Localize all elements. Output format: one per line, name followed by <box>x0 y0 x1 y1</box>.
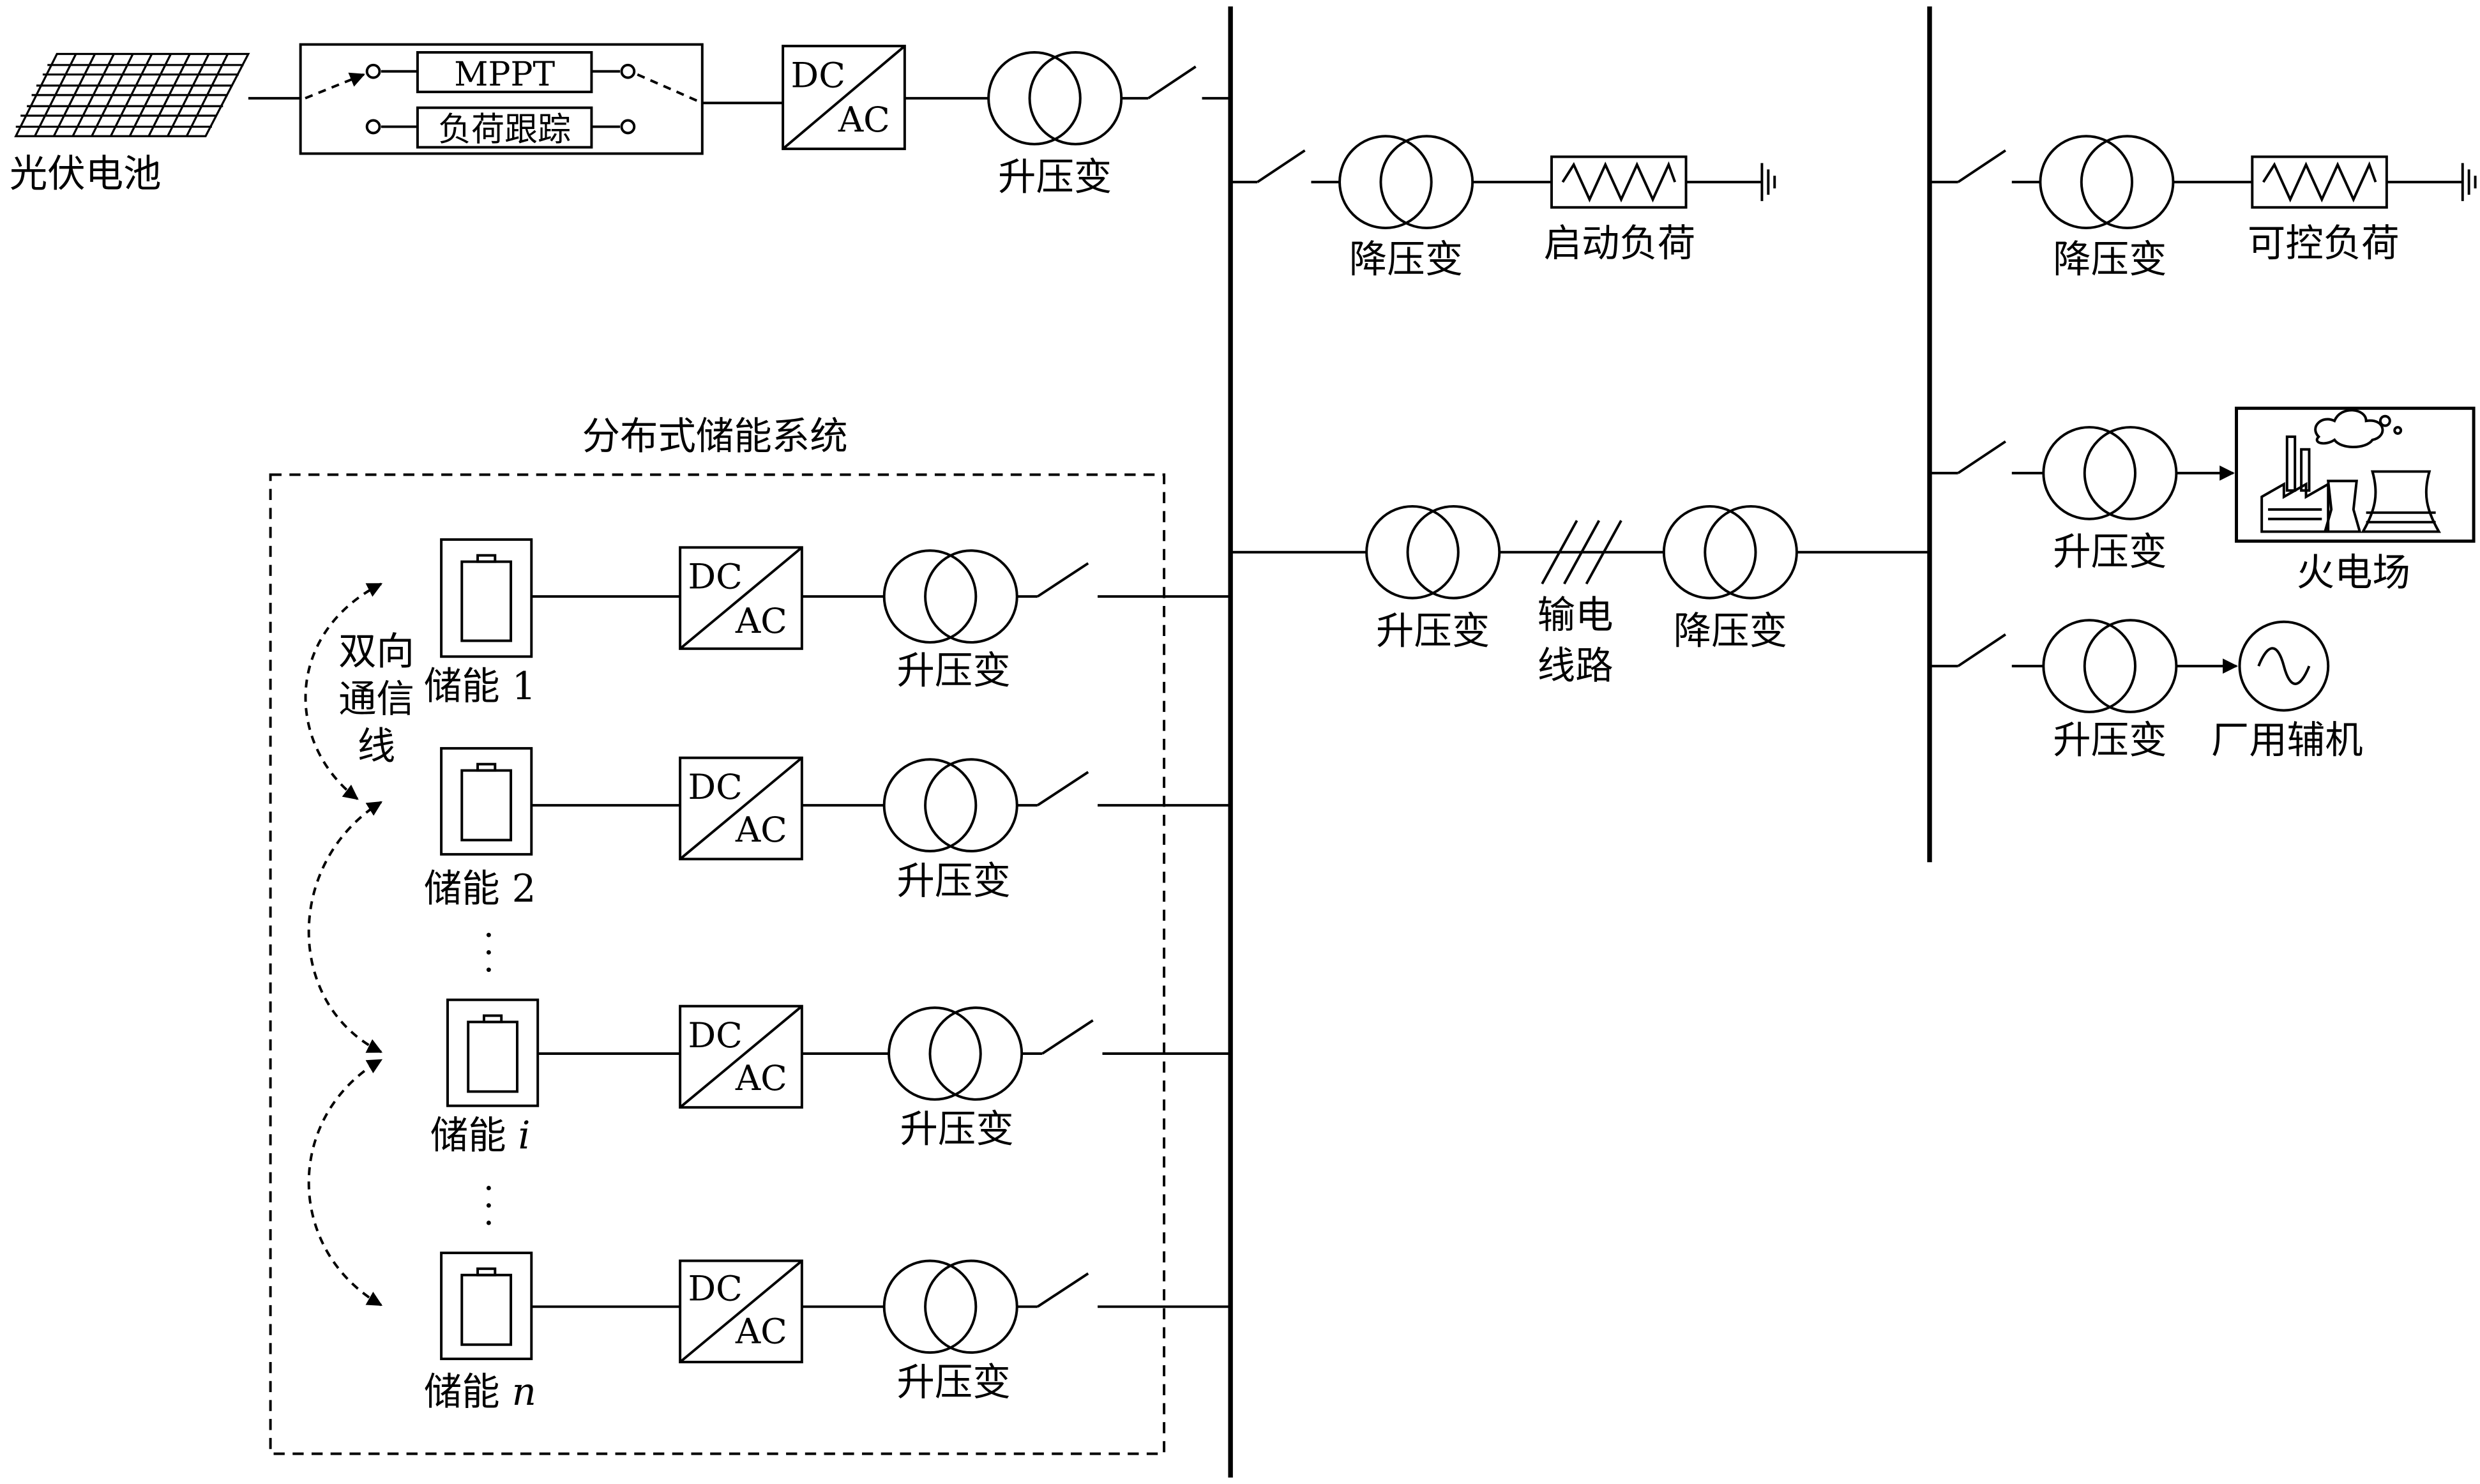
storage-unit-i-dcac-converter <box>679 1004 803 1109</box>
storage-unit-2-label: 储能 2 <box>424 867 536 911</box>
pv-label: 光伏电池 <box>10 153 162 197</box>
comm-label-line-2: 通信 <box>338 678 414 722</box>
storage-unit-2-breaker <box>1036 771 1089 806</box>
storage-unit-n-breaker <box>1036 1272 1089 1308</box>
storage-unit-i-dc-label: DC <box>688 1015 743 1056</box>
storage-unit-n-label: 储能 n <box>424 1370 536 1414</box>
comm-arrow-1 <box>304 582 383 800</box>
transmission-step-down-transformer-icon <box>1662 504 1757 600</box>
thermal-breaker <box>1957 440 2006 474</box>
comm-arrow-2 <box>307 801 383 1054</box>
thermal-transformer-icon <box>2042 426 2136 520</box>
controllable-transformer-icon <box>2039 135 2134 229</box>
auxiliary-label: 厂用辅机 <box>2211 718 2363 762</box>
transmission-step-up-label: 升压变 <box>1376 609 1490 653</box>
selector-switch-right <box>637 73 703 105</box>
storage-unit-1-dcac-converter <box>679 546 803 650</box>
storage-unit-i-transformer-icon <box>888 1006 982 1101</box>
thermal-transformer-label: 升压变 <box>2053 531 2166 575</box>
storage-unit-1-label: 储能 1 <box>424 665 536 709</box>
startup-load-icon <box>1550 155 1688 209</box>
storage-unit-2-icon <box>440 746 533 856</box>
storage-unit-i-breaker <box>1041 1019 1094 1055</box>
pv-dcac-ac-label: AC <box>838 99 890 140</box>
storage-unit-1-dc-label: DC <box>688 556 743 597</box>
storage-unit-n-ac-label: AC <box>735 1310 787 1351</box>
storage-unit-1-transformer-label: 升压变 <box>896 649 1010 693</box>
switch-contact <box>365 119 381 135</box>
pv-panel-icon <box>14 52 250 137</box>
storage-unit-2-transformer-label: 升压变 <box>896 859 1010 904</box>
storage-unit-2-dcac-converter <box>679 756 803 861</box>
controllable-load-icon <box>2251 155 2388 209</box>
storage-unit-2-transformer-icon <box>882 758 978 852</box>
auxiliary-motor-icon <box>2238 620 2330 712</box>
comm-label-line-3: 线 <box>358 725 395 769</box>
pv-transformer-label: 升压变 <box>998 156 1112 200</box>
switch-contact <box>620 119 636 135</box>
storage-unit-i-transformer-label: 升压变 <box>900 1108 1013 1152</box>
transmission-line-mark <box>1585 520 1622 585</box>
thermal-plant-icon <box>2235 406 2476 543</box>
startup-breaker <box>1257 149 1306 183</box>
ground-icon <box>2461 163 2477 201</box>
transmission-step-down-label: 降压变 <box>1674 609 1787 653</box>
pv-transformer-icon <box>987 51 1082 146</box>
storage-unit-n-dc-label: DC <box>688 1268 743 1308</box>
auxiliary-transformer-label: 升压变 <box>2053 718 2166 762</box>
controllable-transformer-label: 降压变 <box>2053 238 2166 282</box>
controllable-load-label: 可控负荷 <box>2248 222 2400 266</box>
storage-unit-i-label: 储能 i <box>430 1114 531 1158</box>
storage-unit-1-ac-label: AC <box>735 600 787 641</box>
pv-breaker <box>1147 65 1197 100</box>
sine-wave-icon <box>2257 647 2311 685</box>
auxiliary-breaker <box>1957 633 2006 667</box>
storage-unit-2-ac-label: AC <box>735 809 787 850</box>
controllable-breaker <box>1957 149 2006 183</box>
switch-contact <box>365 63 381 79</box>
thermal-plant-label: 火电场 <box>2297 551 2410 595</box>
transmission-line-mark <box>1541 520 1578 585</box>
startup-transformer-icon <box>1338 135 1433 229</box>
storage-unit-1-transformer-icon <box>882 549 978 644</box>
transmission-line-label-1: 输电 <box>1538 594 1614 638</box>
storage-system-boundary <box>269 473 1166 1455</box>
auxiliary-transformer-icon <box>2042 619 2136 713</box>
load-tracking-label: 负荷跟踪 <box>438 111 571 149</box>
storage-unit-1-icon <box>440 538 533 658</box>
comm-label-line-1: 双向 <box>338 630 414 674</box>
transmission-step-up-transformer-icon <box>1365 504 1460 600</box>
storage-unit-n-dcac-converter <box>679 1259 803 1363</box>
comm-arrow-3 <box>307 1059 383 1306</box>
selector-switch-left <box>305 72 365 100</box>
transmission-line-label-2: 线路 <box>1538 644 1614 688</box>
transmission-line-mark <box>1563 520 1601 585</box>
ground-icon <box>1760 163 1776 201</box>
mppt-label: MPPT <box>454 56 555 94</box>
switch-contact <box>620 63 636 79</box>
startup-load-label: 启动负荷 <box>1544 222 1696 266</box>
storage-unit-2-dc-label: DC <box>688 766 743 807</box>
controller-box <box>299 43 704 155</box>
startup-transformer-label: 降压变 <box>1349 238 1463 282</box>
storage-unit-1-breaker <box>1036 562 1089 598</box>
storage-unit-n-transformer-label: 升压变 <box>896 1361 1010 1405</box>
storage-system-title: 分布式储能系统 <box>582 415 848 459</box>
storage-unit-n-transformer-icon <box>882 1259 978 1354</box>
ellipsis-dots <box>486 932 491 1225</box>
storage-unit-i-ac-label: AC <box>735 1057 787 1098</box>
pv-dcac-dc-label: DC <box>791 55 845 96</box>
